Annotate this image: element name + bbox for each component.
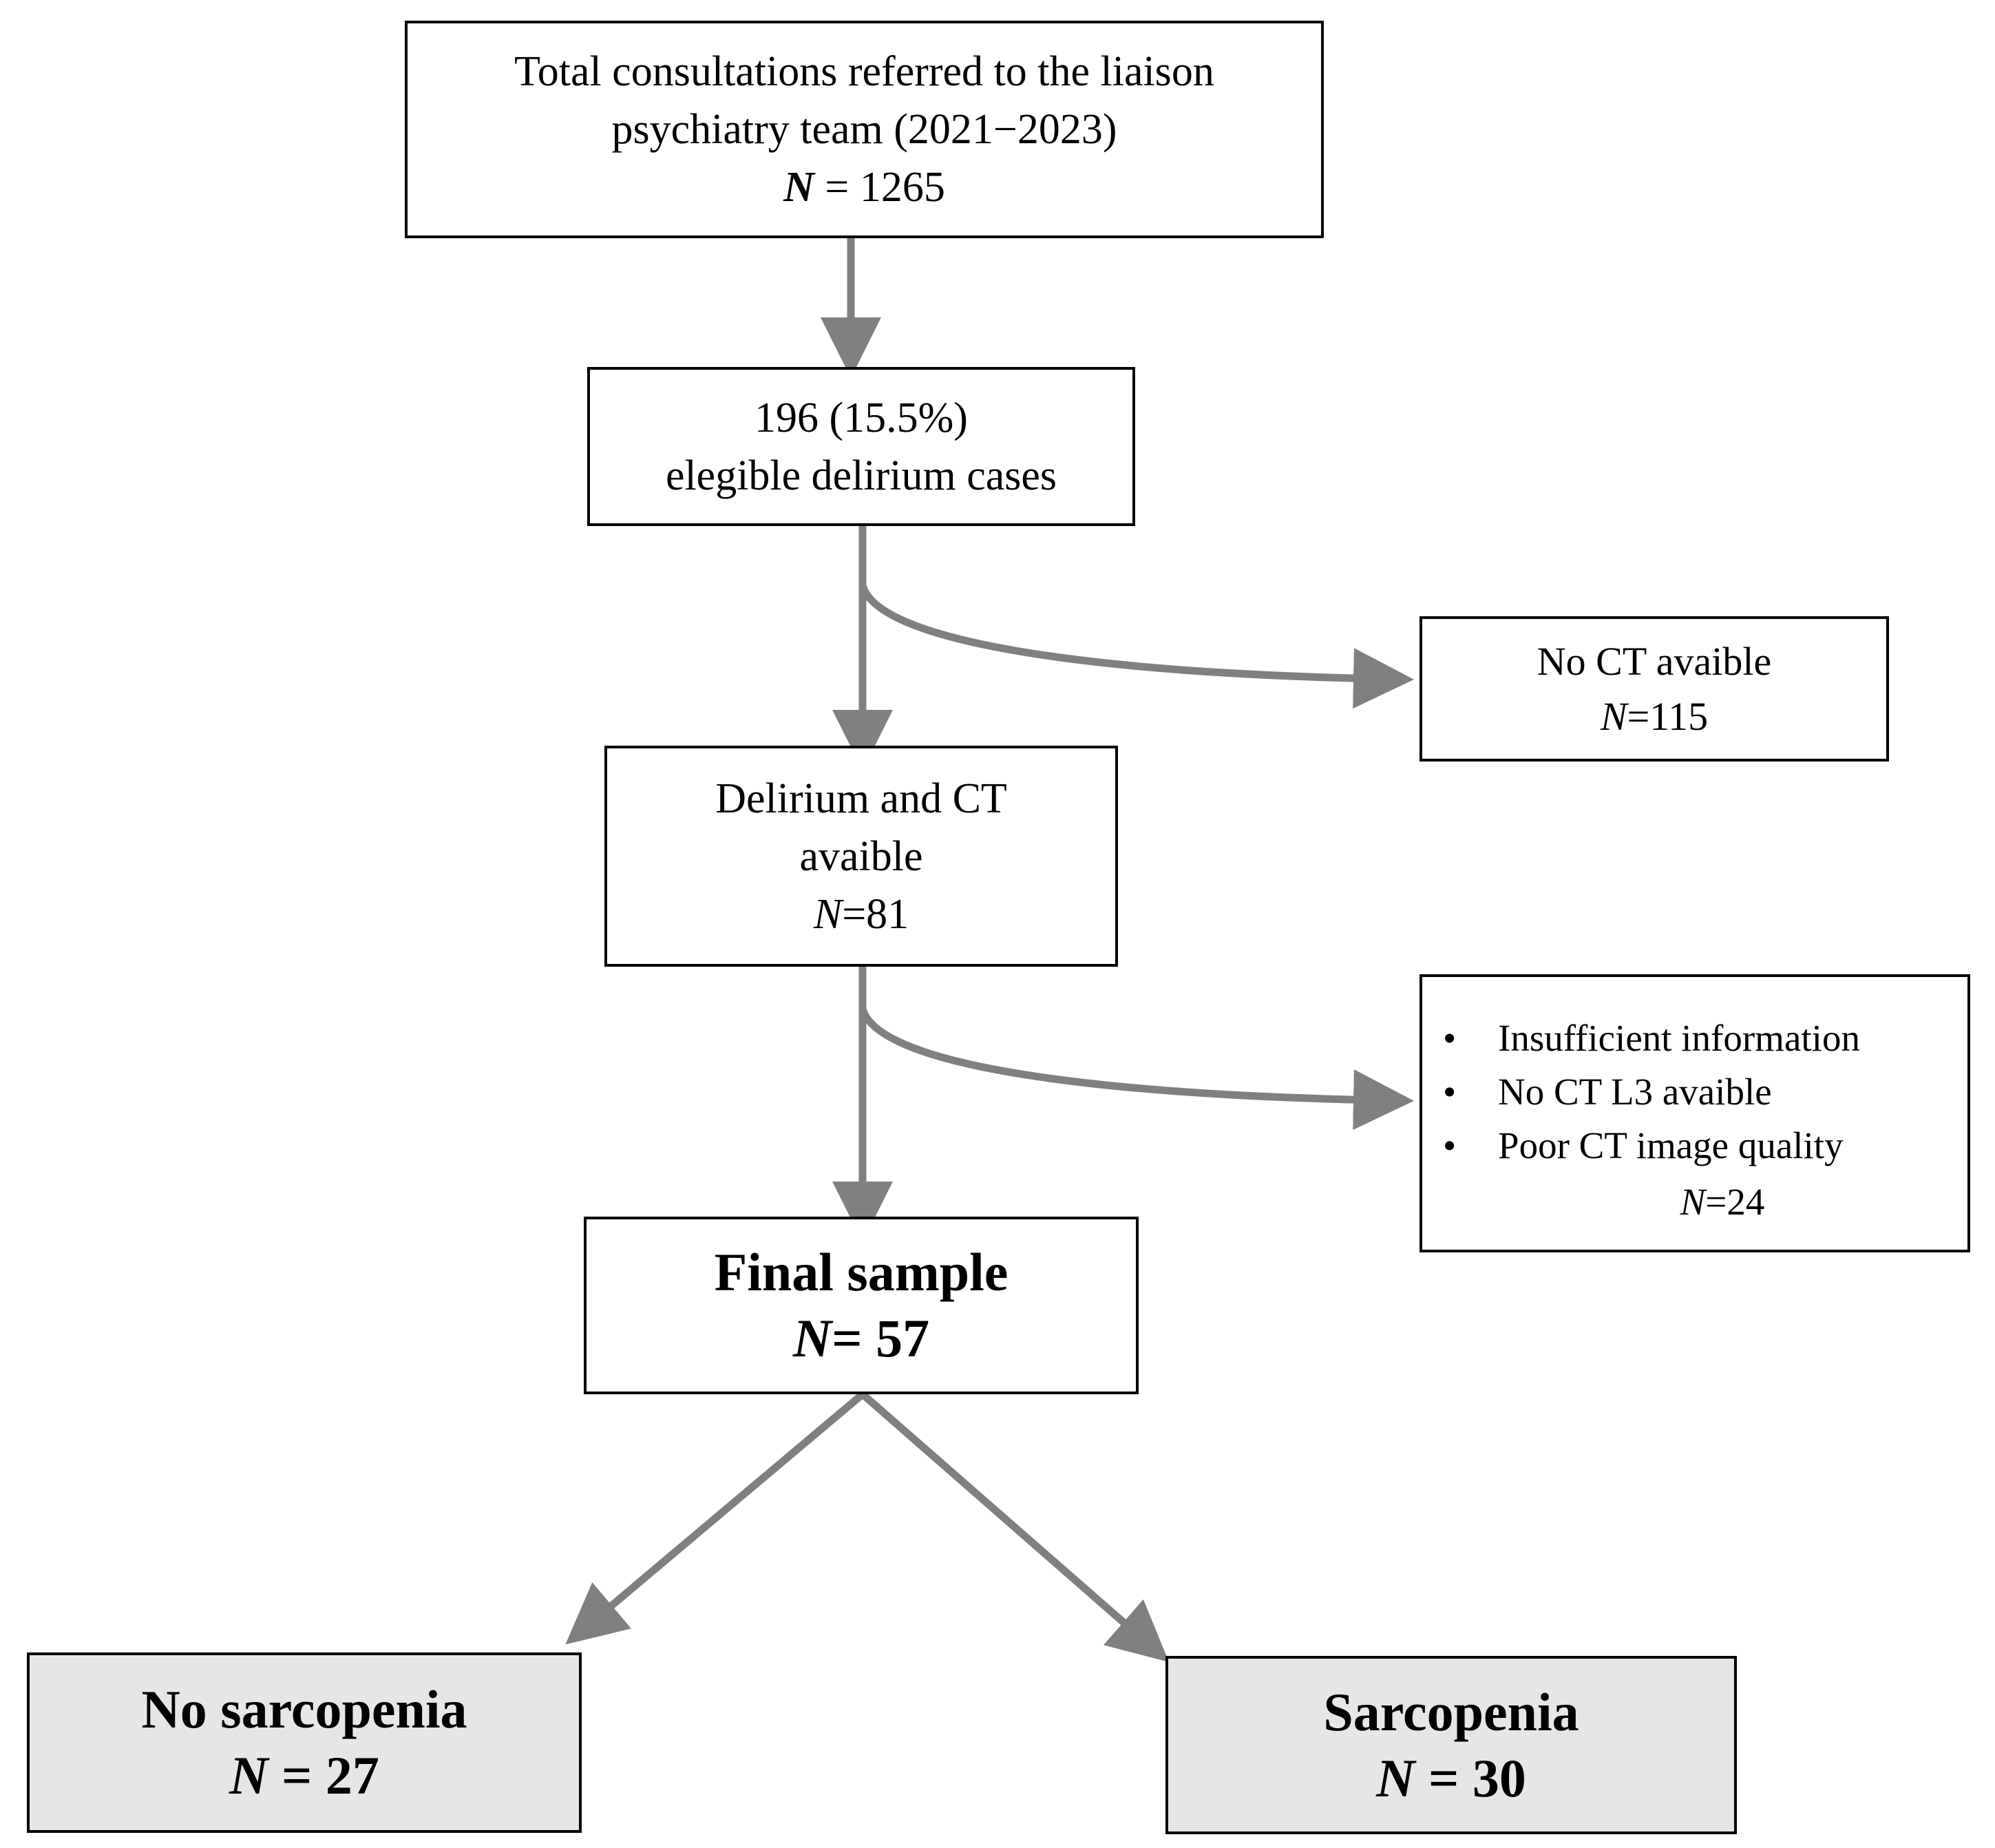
final-count: N= 57 <box>793 1305 929 1372</box>
delirium-ct-n-value: =81 <box>842 890 909 938</box>
final-n-value: = 57 <box>832 1308 930 1368</box>
total-n-value: = 1265 <box>814 164 945 211</box>
exclusions-n-label: N <box>1680 1181 1706 1223</box>
no-sarcopenia-n-value: = 27 <box>268 1745 379 1805</box>
eligible-delirium-box: 196 (15.5%) elegible delirium cases <box>587 367 1135 526</box>
arrow-final-to-no-sarcopenia <box>565 1391 865 1645</box>
no-ct-n-value: =115 <box>1627 693 1709 739</box>
arrow-delirium-ct-to-excluded <box>858 1007 1414 1131</box>
final-n-label: N <box>792 1308 832 1368</box>
delirium-ct-line-1: Delirium and CT <box>715 775 1007 822</box>
delirium-ct-n-label: N <box>813 890 843 938</box>
total-n-label: N <box>783 164 814 211</box>
no-sarcopenia-n-label: N <box>229 1745 268 1805</box>
final-line-1: Final sample <box>714 1242 1009 1302</box>
exclusion-item: No CT L3 avaible <box>1443 1065 1860 1119</box>
total-line-1: Total consultations referred to the liai… <box>514 48 1214 95</box>
final-sample-box: Final sample N= 57 <box>584 1217 1139 1394</box>
no-sarcopenia-box: No sarcopenia N = 27 <box>27 1652 582 1833</box>
exclusions-n-value: =24 <box>1705 1181 1765 1223</box>
no-ct-box: No CT avaible N=115 <box>1419 616 1889 762</box>
delirium-ct-box: Delirium and CT avaible N=81 <box>604 746 1118 967</box>
no-sarcopenia-count: N = 27 <box>229 1743 379 1809</box>
no-ct-n-label: N <box>1600 693 1627 739</box>
exclusion-item: Poor CT image quality <box>1443 1119 1860 1173</box>
arrow-eligible-to-no-ct <box>858 584 1414 709</box>
exclusions-box: Insufficient information No CT L3 avaibl… <box>1419 974 1970 1252</box>
total-line-2: psychiatry team (2021−2023) <box>611 106 1117 153</box>
sarcopenia-box: Sarcopenia N = 30 <box>1165 1656 1737 1834</box>
sarcopenia-n-value: = 30 <box>1415 1747 1526 1808</box>
no-ct-count: N=115 <box>1601 689 1708 744</box>
sarcopenia-count: N = 30 <box>1376 1745 1526 1812</box>
exclusions-count: N=24 <box>1422 1175 1967 1229</box>
sarcopenia-n-label: N <box>1376 1747 1415 1808</box>
eligible-line-2: elegible delirium cases <box>665 452 1057 499</box>
sarcopenia-line-1: Sarcopenia <box>1323 1681 1579 1742</box>
exclusion-item: Insufficient information <box>1443 1011 1860 1065</box>
arrow-final-to-sarcopenia <box>860 1391 1170 1662</box>
no-ct-line-1: No CT avaible <box>1537 638 1772 684</box>
total-consultations-box: Total consultations referred to the liai… <box>405 21 1324 238</box>
eligible-line-1: 196 (15.5%) <box>754 394 968 441</box>
delirium-ct-count: N=81 <box>814 885 909 943</box>
no-sarcopenia-line-1: No sarcopenia <box>141 1679 467 1739</box>
total-count: N = 1265 <box>783 158 945 216</box>
delirium-ct-line-2: avaible <box>799 832 923 880</box>
exclusion-list: Insufficient information No CT L3 avaibl… <box>1443 1011 1860 1173</box>
